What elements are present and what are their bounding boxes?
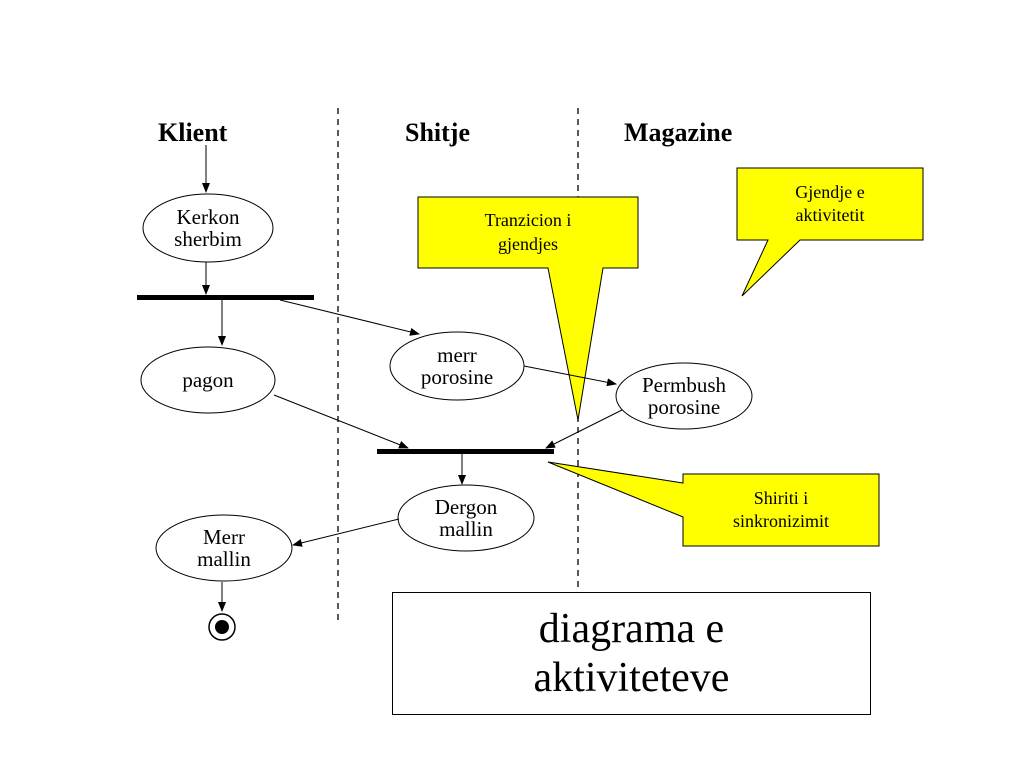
activity-label-line: Kerkon [176, 204, 240, 229]
callout-shiriti-sinkronizimit-shape [547, 461, 880, 547]
diagram-title-line-1: diagrama e [538, 606, 725, 653]
activity-label-line: sherbim [174, 227, 242, 251]
lane-title-magazine: Magazine [624, 118, 733, 147]
activity-label-line: porosine [647, 395, 721, 419]
diagram-title-line-2: aktiviteteve [533, 654, 730, 701]
activity-label-line: merr [437, 342, 477, 367]
lane-title-klient: Klient [158, 118, 228, 147]
callout-text-line: sinkronizimit [733, 511, 829, 531]
node-kerkon-sherbim-shape [142, 193, 274, 263]
activity-label-line: mallin [197, 547, 251, 571]
node-permbush-porosine-shape [615, 362, 753, 430]
transition-pagon-to-join [273, 394, 409, 449]
activity-pagon: pagon [141, 347, 275, 413]
activity-label-line: Merr [203, 524, 245, 549]
callout-tranzicion-gjendjes-shape [417, 196, 639, 421]
callout-text-line: aktivitetit [795, 205, 865, 225]
callout-shiriti-sinkronizimit: Shiriti i sinkronizimit [683, 474, 879, 546]
callout-gjendje-aktivitetit: Gjendje e aktivitetit [737, 168, 923, 240]
transition-merr-porosine-to-permbush [523, 365, 617, 387]
activity-label-line: pagon [182, 367, 234, 392]
node-dergon-mallin-shape [397, 484, 535, 552]
callout-text-line: gjendjes [497, 233, 558, 254]
node-pagon-shape [140, 346, 276, 414]
activity-label-line: Permbush [642, 372, 726, 397]
callout-text-line: Gjendje e [795, 181, 865, 202]
activity-label-line: porosine [420, 365, 494, 389]
activity-label-line: Dergon [434, 494, 498, 519]
sync-bar-fork [137, 295, 314, 300]
activity-label-line: mallin [439, 517, 493, 541]
sync-bar-join [377, 449, 554, 454]
transition-permbush-to-join [545, 409, 623, 449]
lane-title-shitje: Shitje [405, 118, 470, 147]
final-state-inner [215, 620, 229, 634]
transition-dergon-to-merr-mallin [292, 518, 400, 547]
callout-text-line: Shiriti i [753, 487, 809, 508]
diagram-title-box: diagrama e aktiviteteve [392, 592, 871, 715]
callout-text-line: Tranzicion i [484, 210, 572, 231]
transition-fork-to-merr-porosine [279, 299, 420, 336]
callout-gjendje-aktivitetit-shape [736, 167, 924, 297]
node-merr-mallin-shape [155, 514, 293, 582]
